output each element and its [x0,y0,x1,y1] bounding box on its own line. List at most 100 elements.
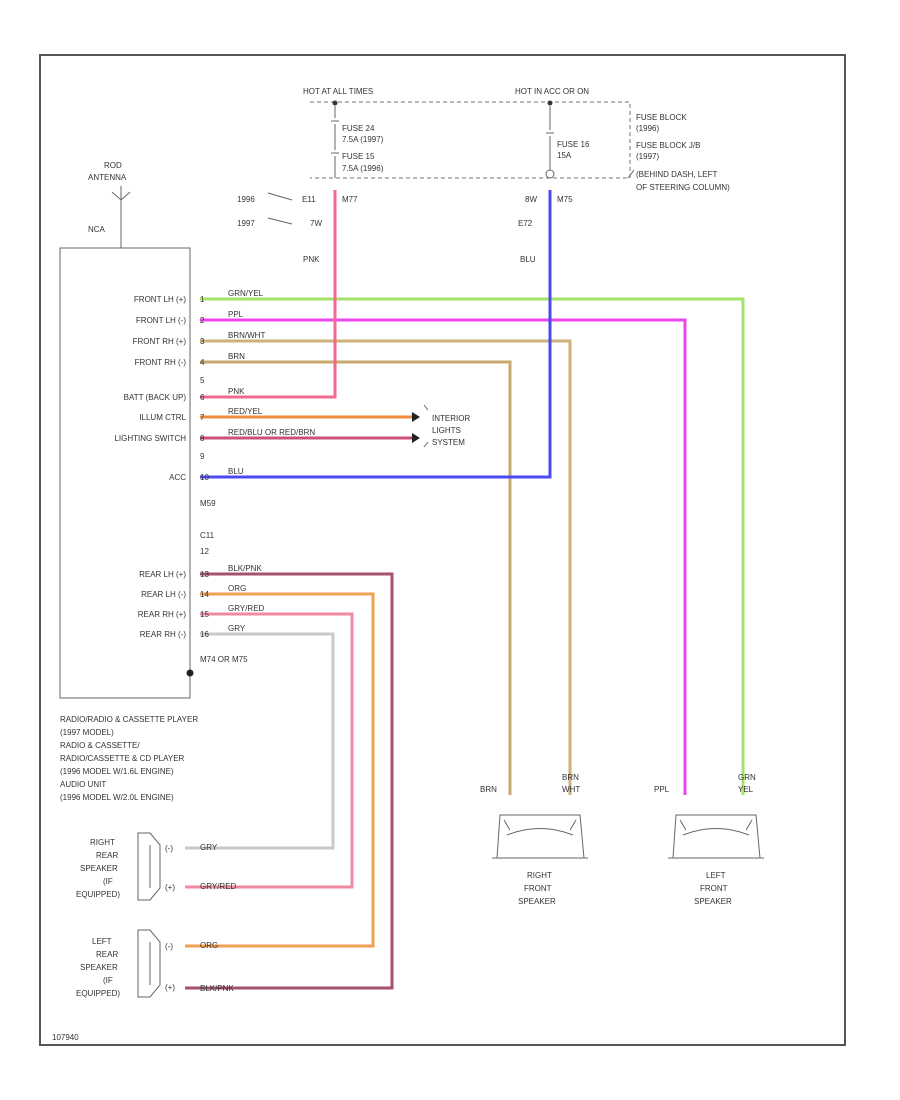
lr-wire-org: ORG [200,941,218,950]
interior-lights-connector: INTERIOR LIGHTS SYSTEM [412,404,470,448]
radio-pin-name: REAR RH (+) [138,610,187,619]
radio-pin-number: 13 [200,570,209,579]
svg-text:EQUIPPED): EQUIPPED) [76,890,120,899]
diagram-frame [39,54,846,1046]
lf-wire-ppl: PPL [654,785,670,794]
svg-text:RIGHT: RIGHT [90,838,115,847]
svg-text:RADIO/CASSETTE & CD PLAYER: RADIO/CASSETTE & CD PLAYER [60,754,185,763]
right-rear-speaker: RIGHT REAR SPEAKER (IF EQUIPPED) (-) (+)… [76,832,237,901]
wire-gry-red [185,612,354,889]
left-rear-speaker: LEFT REAR SPEAKER (IF EQUIPPED) (-) (+) … [76,929,234,998]
wire-label-pnk-top: PNK [303,255,320,264]
wire-org [185,592,375,948]
radio-pin-wire-color: PNK [228,387,245,396]
fuse-note-5: (BEHIND DASH, LEFT [636,170,717,179]
svg-text:REAR: REAR [96,950,118,959]
radio-pins: FRONT LH (+) 1 GRN/YEL FRONT LH (-) 2 PPL FRON… [114,289,315,639]
connector-m77: M77 [342,195,358,204]
radio-pin-number: 9 [200,452,205,461]
interior-lights-1: INTERIOR [432,414,470,423]
radio-pin-name: FRONT RH (-) [135,358,187,367]
svg-text:(1997 MODEL): (1997 MODEL) [60,728,114,737]
radio-description: RADIO/RADIO & CASSETTE PLAYER (1997 MODE… [60,715,198,802]
wire-gry [185,632,335,850]
rr-pin-minus: (-) [165,844,173,853]
hot-at-all-times-label: HOT AT ALL TIMES [303,87,373,96]
rf-wire-brn2: BRN [562,773,579,782]
fuse-text-4: 7.5A (1996) [342,164,384,173]
svg-text:RIGHT: RIGHT [527,871,552,880]
wire-ppl [200,318,687,795]
ground-label: M74 OR M75 [200,655,248,664]
fuse-note-6: OF STEERING COLUMN) [636,183,730,192]
svg-text:(1996 MODEL W/1.6L ENGINE): (1996 MODEL W/1.6L ENGINE) [60,767,174,776]
interior-lights-3: SYSTEM [432,438,465,447]
svg-text:SPEAKER: SPEAKER [694,897,732,906]
rr-pin-plus: (+) [165,883,175,892]
right-front-speaker: BRN BRN WHT RIGHT FRONT SPEAKER [480,773,588,906]
radio-pin-name: ACC [169,473,186,482]
fuse-16-icon [547,100,553,106]
radio-pin-number: 7 [200,413,205,422]
rr-wire-gry-red: GRY/RED [200,882,237,891]
fuse-note-4: (1997) [636,152,659,161]
pin-e72: E72 [518,219,533,228]
radio-pin-name: FRONT RH (+) [133,337,187,346]
radio-pin-number: 4 [200,358,205,367]
svg-text:AUDIO UNIT: AUDIO UNIT [60,780,106,789]
radio-pin-wire-color: PPL [228,310,244,319]
svg-text:FRONT: FRONT [700,884,728,893]
fuse-text-3: FUSE 15 [342,152,375,161]
svg-text:(IF: (IF [103,976,113,985]
radio-unit [59,247,191,699]
antenna: ROD ANTENNA NCA [88,161,131,248]
antenna-label-1: ROD [104,161,122,170]
lr-pin-minus: (-) [165,942,173,951]
left-front-speaker: PPL GRN YEL LEFT FRONT SPEAKER [654,773,764,906]
lr-pin-plus: (+) [165,983,175,992]
fuse-note-2: (1996) [636,124,659,133]
radio-pin-number: 2 [200,316,205,325]
radio-pin-wire-color: ORG [228,584,246,593]
fuse-block: HOT AT ALL TIMES HOT IN ACC OR ON FUSE 2… [303,87,730,192]
lr-wire-blk-pnk: BLK/PNK [200,984,234,993]
fuse-text-2: 7.5A (1997) [342,135,384,144]
rf-wire-brn: BRN [480,785,497,794]
svg-text:FRONT: FRONT [524,884,552,893]
rr-wire-gry: GRY [200,843,218,852]
radio-pin-name: REAR RH (-) [140,630,187,639]
fuse-note-1: FUSE BLOCK [636,113,687,122]
antenna-wire-label: NCA [88,225,106,234]
radio-pin-name: BATT (BACK UP) [124,393,187,402]
diagram-id: 107940 [52,1033,79,1042]
radio-pin-wire-color: BLU [228,467,244,476]
radio-pin-number: 15 [200,610,209,619]
radio-pin-name: FRONT LH (+) [134,295,186,304]
svg-text:LEFT: LEFT [92,937,112,946]
radio-pin-number: 10 [200,473,209,482]
svg-text:EQUIPPED): EQUIPPED) [76,989,120,998]
wire-grn-yel [200,297,745,795]
radio-pin-wire-color: RED/BLU OR RED/BRN [228,428,315,437]
radio-pin-wire-color: GRY/RED [228,604,265,613]
pin-e11: E11 [302,195,316,204]
wire-pnk-batt [200,190,337,399]
svg-text:REAR: REAR [96,851,118,860]
radio-pin-name: FRONT LH (-) [136,316,186,325]
radio-pin-number: 8 [200,434,205,443]
radio-pin-number: 1 [200,295,205,304]
radio-pin-number: 16 [200,630,209,639]
svg-text:RADIO/RADIO & CASSETTE PLAYER: RADIO/RADIO & CASSETTE PLAYER [60,715,198,724]
svg-text:LEFT: LEFT [706,871,726,880]
connector-m59: M59 [200,499,216,508]
radio-pin-wire-color: RED/YEL [228,407,263,416]
svg-text:SPEAKER: SPEAKER [80,963,118,972]
radio-pin-name: REAR LH (+) [139,570,186,579]
hot-in-acc-label: HOT IN ACC OR ON [515,87,589,96]
wire-blu-acc [200,190,552,479]
wire-brn [200,360,512,795]
lf-wire-yel: YEL [738,785,754,794]
radio-pin-wire-color: GRN/YEL [228,289,264,298]
wires [185,190,745,990]
